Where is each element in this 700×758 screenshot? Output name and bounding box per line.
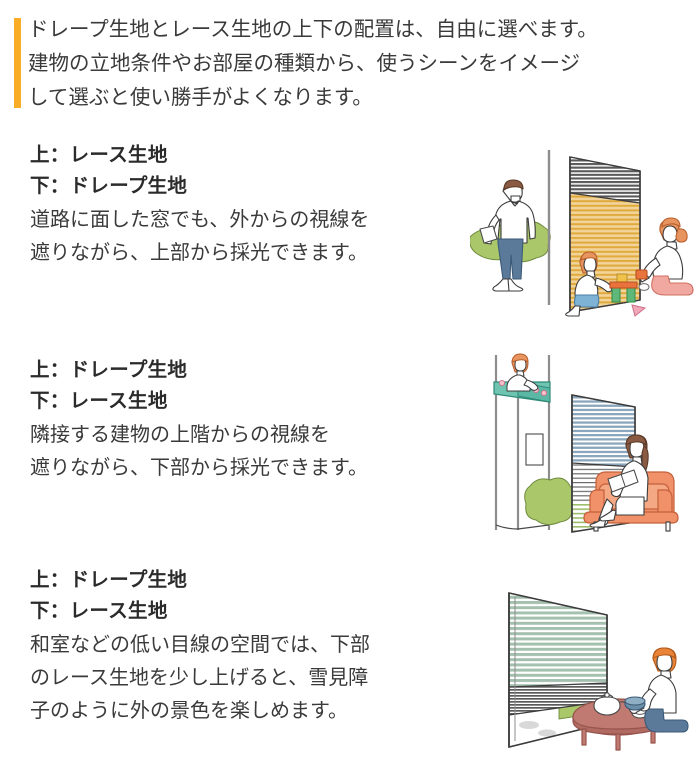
section-1-text: 上：レース生地 下：ドレープ生地 道路に面した窓でも、外からの視線を 遮りながら… — [30, 140, 475, 270]
woman-reading-figure — [589, 434, 649, 528]
drape-panel-3 — [509, 593, 607, 687]
section-3-heading-bottom: 下：レース生地 — [30, 600, 168, 622]
section-3-heading-top: 上：ドレープ生地 — [30, 569, 188, 591]
section-2-body: 隣接する建物の上階からの視線を 遮りながら、下部から採光できます。 — [30, 424, 368, 479]
illustration-tatami-room-tea — [485, 575, 697, 755]
man-figure — [479, 179, 536, 292]
woman-kneeling-figure — [635, 217, 694, 296]
intro-block: ドレープ生地とレース生地の上下の配置は、自由に選べます。 建物の立地条件やお部屋… — [0, 0, 700, 120]
lace-panel — [570, 157, 640, 203]
orange-accent-bar — [14, 18, 21, 108]
section-1-body: 道路に面した窓でも、外からの視線を 遮りながら、上部から採光できます。 — [30, 209, 370, 264]
bush-shape-2 — [524, 477, 576, 526]
upstairs-neighbor-figure — [506, 353, 539, 392]
section-2-text: 上：ドレープ生地 下：レース生地 隣接する建物の上階からの視線を 遮りながら、下… — [30, 355, 475, 485]
stone-1 — [519, 721, 539, 729]
section-1-heading-bottom: 下：ドレープ生地 — [30, 175, 188, 197]
section-1-heading-top: 上：レース生地 — [30, 144, 168, 166]
person-with-teacup-figure — [624, 647, 689, 733]
section-drape-top-lace-bottom-neighbor: 上：ドレープ生地 下：レース生地 隣接する建物の上階からの視線を 遮りながら、下… — [0, 353, 700, 560]
neighbor-window — [525, 433, 544, 466]
section-2-heading-top: 上：ドレープ生地 — [30, 359, 188, 381]
intro-paragraph: ドレープ生地とレース生地の上下の配置は、自由に選べます。 建物の立地条件やお部屋… — [28, 18, 598, 109]
illustration-man-outside-kids-playing — [470, 145, 695, 330]
drape-panel-2 — [572, 395, 635, 467]
stone-2 — [538, 729, 556, 737]
section-2-heading-bottom: 下：レース生地 — [30, 390, 168, 412]
section-lace-top-drape-bottom: 上：レース生地 下：ドレープ生地 道路に面した窓でも、外からの視線を 遮りながら… — [0, 140, 700, 340]
toy-blocks — [609, 273, 650, 317]
illustration-neighbor-balcony-sofa — [480, 350, 695, 545]
section-3-text: 上：ドレープ生地 下：レース生地 和室などの低い目線の空間では、下部 のレース生… — [30, 565, 475, 728]
section-drape-top-lace-bottom-tatami: 上：ドレープ生地 下：レース生地 和室などの低い目線の空間では、下部 のレース生… — [0, 565, 700, 758]
lace-panel-3 — [509, 683, 607, 715]
section-3-body: 和室などの低い目線の空間では、下部 のレース生地を少し上げると、雪見障 子のよう… — [30, 634, 370, 722]
